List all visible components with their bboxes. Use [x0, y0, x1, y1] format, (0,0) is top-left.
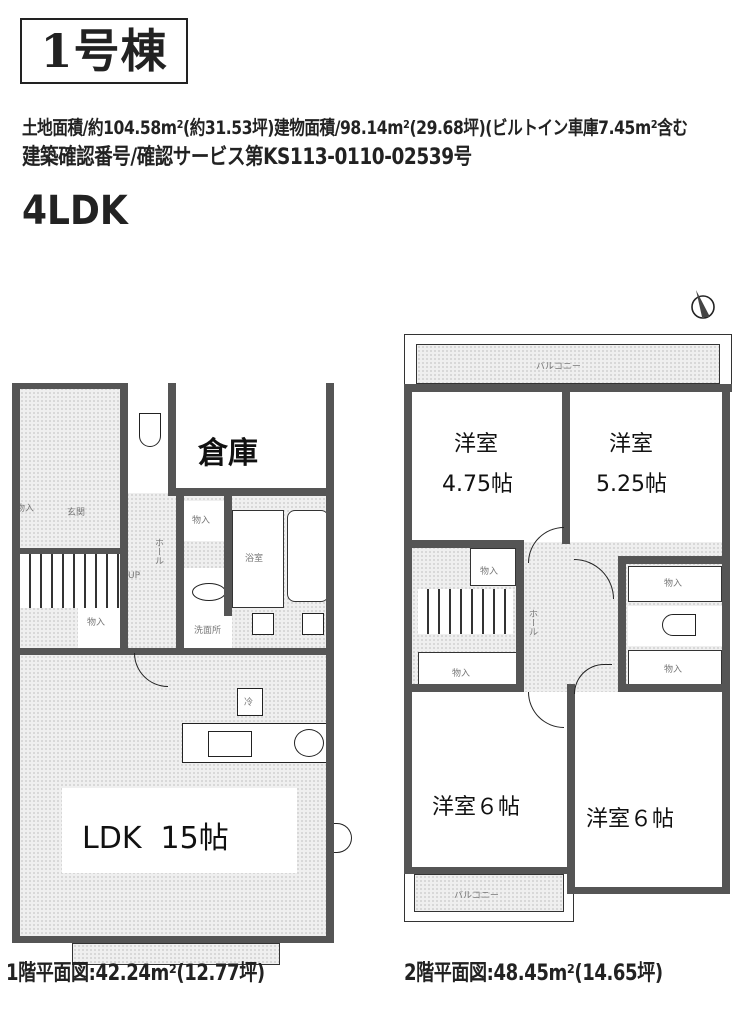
western-room-3-label: 洋室６帖 [432, 795, 521, 820]
layout-type: 4LDK [22, 188, 128, 234]
floor1-stairs [20, 553, 120, 608]
closet-3-label: 物入 [16, 504, 35, 514]
floor1-caption: 1階平面図:42.24m²(12.77坪) [6, 961, 265, 986]
western-room-2-size: 5.25帖 [596, 472, 667, 497]
washer-icon [252, 613, 274, 635]
f2-hall-label: ホール [527, 609, 537, 636]
western-room-1-name: 洋室 [454, 432, 499, 457]
f2-closet-2-label: 物入 [452, 669, 471, 679]
f2-closet-4-label: 物入 [664, 665, 683, 675]
western-room-2 [572, 392, 722, 557]
hall-label: ホール [153, 538, 163, 565]
western-room-1-size: 4.75帖 [442, 472, 513, 497]
bathtub-icon [287, 510, 329, 602]
bath-label: 浴室 [245, 554, 264, 564]
f2-closet-3-label: 物入 [664, 579, 683, 589]
sink-icon [192, 583, 226, 601]
western-room-3 [412, 692, 567, 867]
balcony-top-label: バルコニー [536, 362, 581, 372]
floor2-caption: 2階平面図:48.45m²(14.65坪) [404, 961, 663, 986]
door-arc [334, 823, 352, 853]
closet-2 [78, 603, 120, 651]
north-arrow-icon [691, 290, 715, 319]
toilet-icon [662, 614, 696, 636]
closet-2-label: 物入 [87, 618, 106, 628]
closet-1 [184, 501, 224, 541]
area-spec-text: 土地面積/約104.58m²(約31.53坪)建物面積/98.14m²(29.6… [22, 117, 688, 139]
western-room-4-label: 洋室６帖 [586, 807, 675, 832]
ldk-label: LDK 15帖 [82, 821, 229, 856]
balcony-top [416, 344, 720, 384]
permit-number-text: 建築確認番号/確認サービス第KS113-0110-02539号 [22, 145, 472, 170]
stove-icon [294, 729, 324, 757]
western-room-1 [412, 392, 562, 542]
fridge-label: 冷 [244, 698, 254, 708]
kitchen-sink-icon [208, 731, 252, 757]
f2-closet-2 [418, 652, 518, 688]
floor1-deck [72, 943, 280, 965]
toilet-icon [139, 413, 161, 447]
floor2-plan: バルコニー 洋室 4.75帖 洋室 5.25帖 物入 物入 物入 物入 ホール … [404, 334, 732, 944]
bath-room [232, 510, 284, 608]
ventilation-icon [302, 613, 324, 635]
balcony-bottom [414, 874, 564, 912]
f2-closet-1 [470, 548, 516, 586]
building-label: 1号棟 [20, 18, 188, 84]
storage-warehouse-room [182, 383, 327, 488]
floor1-plan: 倉庫 玄関 浴室 洗面所 物入 物入 物入 UP ホール 冷 LDK 15帖 [12, 383, 352, 965]
western-room-4 [576, 692, 722, 887]
closet-1-label: 物入 [192, 516, 211, 526]
fridge-icon [237, 688, 263, 716]
floor2-stairs [418, 589, 513, 634]
storage-warehouse-label: 倉庫 [198, 436, 258, 471]
entrance-label: 玄関 [67, 508, 86, 518]
f2-closet-4 [628, 650, 722, 686]
f2-closet-1-label: 物入 [480, 567, 499, 577]
western-room-2-name: 洋室 [609, 432, 654, 457]
balcony-bottom-label: バルコニー [454, 891, 499, 901]
f2-closet-3 [628, 566, 722, 602]
ldk-label-bg [62, 788, 297, 873]
stairs-up-label: UP [128, 571, 141, 581]
washroom-label: 洗面所 [194, 626, 222, 636]
